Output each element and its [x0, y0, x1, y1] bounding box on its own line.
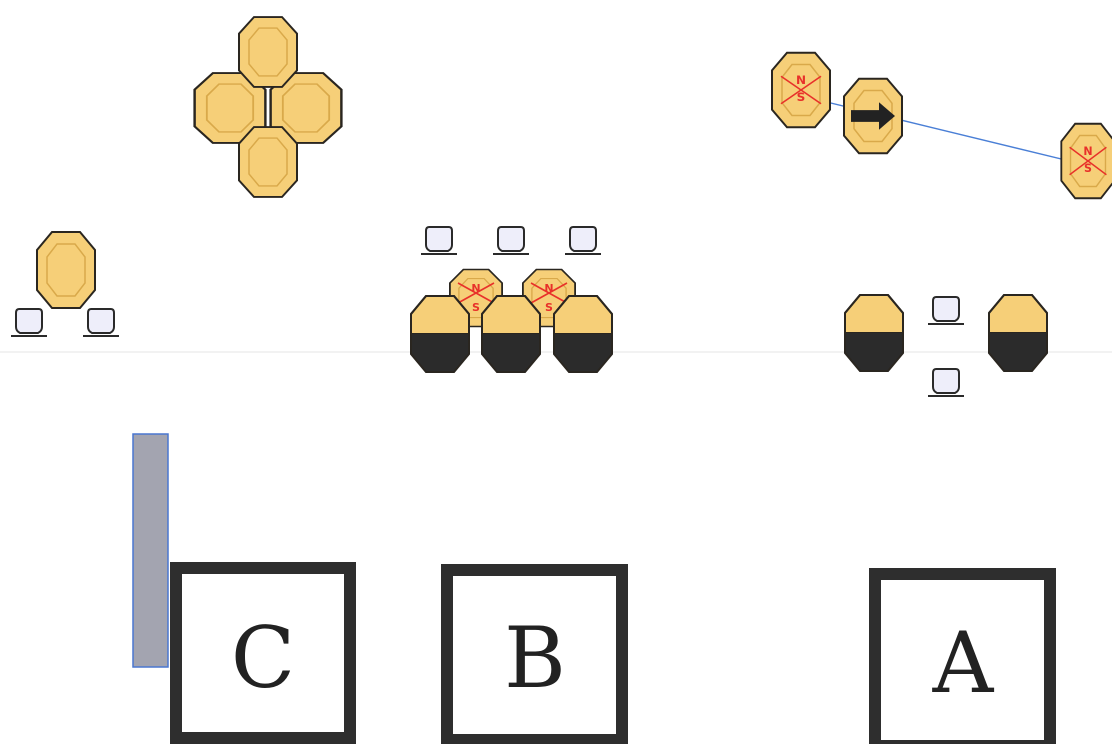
no-shoot-label-n: N — [1083, 144, 1092, 158]
octagon-target-icon — [239, 127, 297, 197]
no-shoot-label-s: S — [472, 301, 480, 314]
no-shoot-label-n: N — [471, 282, 480, 295]
half-black-target-icon — [845, 295, 903, 371]
popper-row-middle — [421, 227, 601, 254]
target-cluster-cross — [195, 17, 342, 197]
box-label: C — [231, 609, 295, 707]
no-shoot-label-n: N — [544, 282, 553, 295]
shooting-box-a: A — [875, 574, 1050, 744]
steel-popper-icon — [421, 227, 457, 254]
swinger-assembly: N S N S — [772, 53, 1112, 198]
steel-popper-icon — [493, 227, 529, 254]
no-shoot-target-icon: N S — [772, 53, 830, 127]
steel-popper-icon — [928, 297, 964, 324]
no-shoot-label-s: S — [545, 301, 553, 314]
steel-popper-icon — [565, 227, 601, 254]
target-group-left — [11, 232, 119, 336]
swinger-target — [844, 79, 902, 153]
no-shoot-label-s: S — [797, 90, 806, 104]
half-black-target-icon — [989, 295, 1047, 371]
half-cover-row-middle — [411, 296, 612, 372]
steel-popper-icon — [928, 369, 964, 396]
half-black-target-icon — [411, 296, 469, 372]
half-black-target-icon — [482, 296, 540, 372]
no-shoot-label-n: N — [796, 73, 806, 87]
octagon-target-icon — [37, 232, 95, 308]
octagon-target-icon — [239, 17, 297, 87]
steel-popper-icon — [11, 309, 47, 336]
no-shoot-target-icon: N S — [1061, 124, 1112, 198]
target-group-right-lower — [845, 295, 1047, 396]
shooting-box-b: B — [447, 570, 622, 740]
half-black-target-icon — [554, 296, 612, 372]
box-label: A — [932, 614, 995, 712]
no-shoot-label-s: S — [1084, 160, 1092, 174]
box-label: B — [504, 609, 566, 707]
barricade-wall — [133, 434, 168, 667]
steel-popper-icon — [83, 309, 119, 336]
shooting-box-c: C — [176, 568, 350, 738]
